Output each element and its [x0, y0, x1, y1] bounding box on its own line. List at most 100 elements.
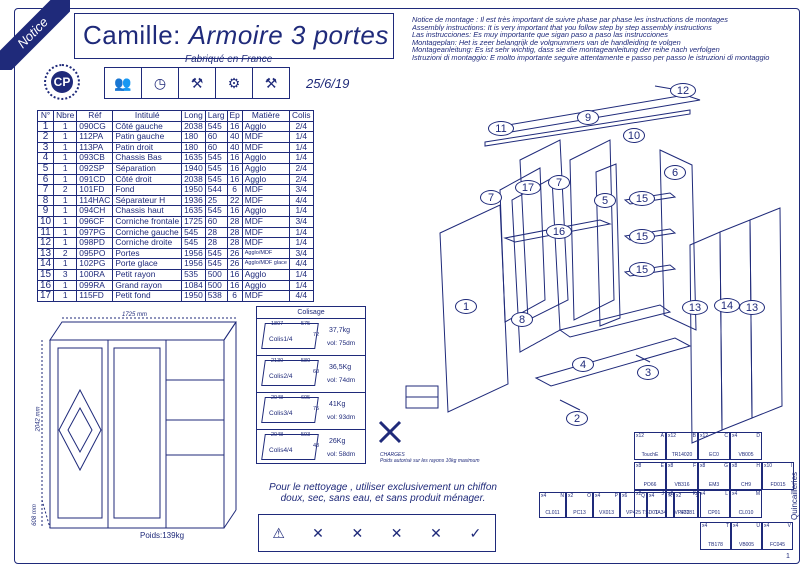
hardware-code: TSD01 — [642, 510, 658, 516]
hammer-icon: ⚒ — [264, 74, 278, 91]
package-length: 1807 — [271, 321, 284, 327]
table-cell: Porte glace — [112, 258, 183, 270]
tools-strip: 👥 ◷ ⚒ ⚙ ⚒ — [104, 67, 290, 99]
package-label: Colis1/4 — [269, 336, 293, 343]
hardware-qty: x12 — [700, 433, 709, 439]
table-cell: 1/4 — [288, 268, 314, 281]
package-label: Colis4/4 — [269, 447, 293, 454]
table-cell: 102PG — [76, 258, 114, 270]
two-people-icon: 👥 — [105, 68, 142, 98]
hardware-ref: S — [695, 493, 699, 499]
hardware-code: VX013 — [598, 510, 614, 516]
depth-dimension: 608 mm — [31, 504, 38, 526]
package-weight: 26Kg — [329, 438, 346, 445]
title-product: Armoire 3 portes — [188, 20, 389, 50]
part-callout: 13 — [682, 300, 708, 315]
assembly-notice: Notice de montage : Il est très importan… — [412, 16, 792, 62]
part-callout: 17 — [515, 180, 541, 195]
hardware-code: PO66 — [643, 482, 657, 488]
package-volume: vol: 93dm — [327, 414, 356, 421]
no-push-icon: ✕ — [390, 524, 403, 541]
hardware-ref: B — [692, 433, 696, 439]
origin-label: Fabriqué en France — [185, 54, 273, 65]
hardware-code: CH9 — [740, 482, 751, 488]
hardware-qty: x4 — [700, 491, 706, 497]
part-callout: 8 — [511, 312, 533, 327]
height-dimension: 2042 mm — [35, 406, 42, 432]
warning-icon: ⚠ — [272, 524, 285, 541]
charge-note: CHARGES Poids autorisé sur les rayons 10… — [380, 452, 480, 464]
hardware-code: FC045 — [769, 542, 785, 548]
date-label: 25/6/19 — [306, 76, 350, 91]
hardware-qty: x6 — [622, 493, 628, 499]
no-climb-icon: ✕ — [351, 524, 364, 541]
notice-line: Notice de montage : Il est très importan… — [412, 16, 728, 24]
hardware-qty: x8 — [668, 463, 674, 469]
table-cell: Portes — [112, 247, 183, 260]
part-callout: 16 — [546, 224, 572, 239]
table-cell: Grand rayon — [112, 279, 183, 292]
package-volume: vol: 74dm — [327, 377, 356, 384]
notice-line: Istruzioni di montaggio: E molto importa… — [412, 53, 770, 62]
width-dimension: 1725 mm — [122, 312, 148, 318]
hardware-ref: F — [692, 463, 696, 469]
package-width: 575 — [301, 321, 311, 327]
hardware-ref: H — [756, 463, 760, 469]
package-length: 2048 — [271, 432, 284, 438]
hardware-ref: I — [790, 463, 792, 469]
hardware-qty: x4 — [649, 493, 655, 499]
hardware-qty: x10 — [764, 463, 773, 469]
table-cell: 15 — [36, 268, 55, 281]
table-cell: 1/4 — [288, 279, 314, 292]
hardware-code: VB316 — [674, 482, 690, 488]
part-callout: 10 — [623, 128, 645, 143]
hardware-code: VB005 — [738, 452, 754, 458]
part-callout: 15 — [629, 229, 655, 244]
charge-text: Poids autorisé sur les rayons 10kg maxim… — [380, 458, 480, 464]
hardware-code: EC0 — [709, 452, 719, 458]
table-cell: 6 — [226, 290, 243, 302]
part-callout: 3 — [637, 365, 659, 380]
hardware-qty: x4 — [702, 523, 708, 529]
table-cell: 1 — [53, 290, 78, 302]
charge-title: CHARGES — [380, 452, 405, 458]
notice-line: Montageplan: Het is zeer belangrijk de v… — [412, 38, 681, 47]
hardware-ref: R — [668, 493, 672, 499]
clock-icon: ◷ — [142, 68, 179, 98]
wall-fix-icon: ✓ — [469, 524, 482, 541]
title-box: Camille: Armoire 3 portes — [74, 13, 394, 59]
page-title: Camille: Armoire 3 portes — [83, 20, 389, 51]
table-cell: Agglo — [241, 268, 290, 281]
hardware-qty: x2 — [636, 491, 642, 497]
package-length: 2048 — [271, 395, 284, 401]
part-callout: 5 — [594, 193, 616, 208]
hardware-code: VP432 — [674, 510, 690, 516]
hardware-ref: E — [660, 463, 664, 469]
table-cell: 095PO — [76, 247, 114, 260]
package-weight: 41Kg — [329, 401, 346, 408]
part-callout: 15 — [629, 191, 655, 206]
notice-line: Assembly instructions: It is very import… — [412, 23, 712, 32]
package-width: 605 — [301, 395, 311, 401]
notice-line: Montageanleitung: Es ist sehr wichtig, d… — [412, 46, 720, 54]
table-cell: 115FD — [76, 290, 114, 302]
package-length: 2130 — [271, 358, 284, 364]
